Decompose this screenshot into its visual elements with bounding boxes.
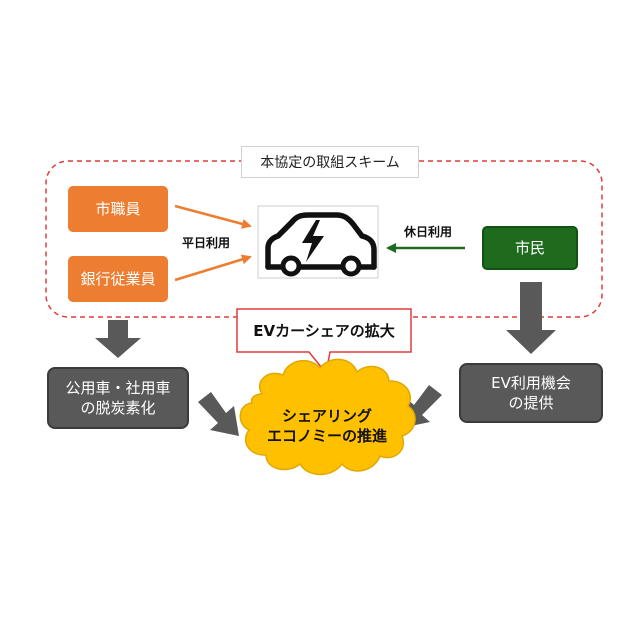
edge-label-holiday: 休日利用 <box>404 225 453 239</box>
node-bank-staff: 銀行従業員 <box>68 256 168 302</box>
node-ev-opportunity: EV利用機会 の提供 <box>459 363 603 423</box>
edge-label-weekday: 平日利用 <box>182 236 231 250</box>
node-decarbonization: 公用車・社用車 の脱炭素化 <box>47 367 189 429</box>
cloud-text-line1: シェアリング <box>281 406 372 425</box>
lightning-bolt-icon <box>302 220 324 262</box>
ev-car-icon <box>265 212 377 277</box>
node-bank-staff-label: 銀行従業員 <box>80 269 156 288</box>
arrow-city-staff-to-car <box>174 204 252 229</box>
node-decarbonization-line2: の脱炭素化 <box>80 399 156 417</box>
cloud-text: シェアリング エコノミーの推進 <box>252 392 402 460</box>
arrow-diagonal-left <box>198 392 239 436</box>
node-city-staff: 市職員 <box>68 186 168 232</box>
arrow-down-left <box>95 320 141 358</box>
node-ev-opportunity-line1: EV利用機会 <box>491 373 571 392</box>
frame-title: 本協定の取組スキーム <box>241 146 419 178</box>
cloud-text-line2: エコノミーの推進 <box>266 427 387 445</box>
callout-text: EVカーシェアの拡大 <box>253 322 395 340</box>
node-decarbonization-line1: 公用車・社用車 <box>65 378 171 397</box>
node-citizens-label: 市民 <box>514 238 545 257</box>
node-citizens: 市民 <box>482 226 578 270</box>
frame-title-text: 本協定の取組スキーム <box>260 155 400 171</box>
node-city-staff-label: 市職員 <box>95 199 141 218</box>
arrow-down-right <box>506 282 556 354</box>
cloud-shape <box>239 358 416 476</box>
node-ev-opportunity-line2: の提供 <box>508 394 554 412</box>
arrow-bank-staff-to-car <box>174 254 252 282</box>
